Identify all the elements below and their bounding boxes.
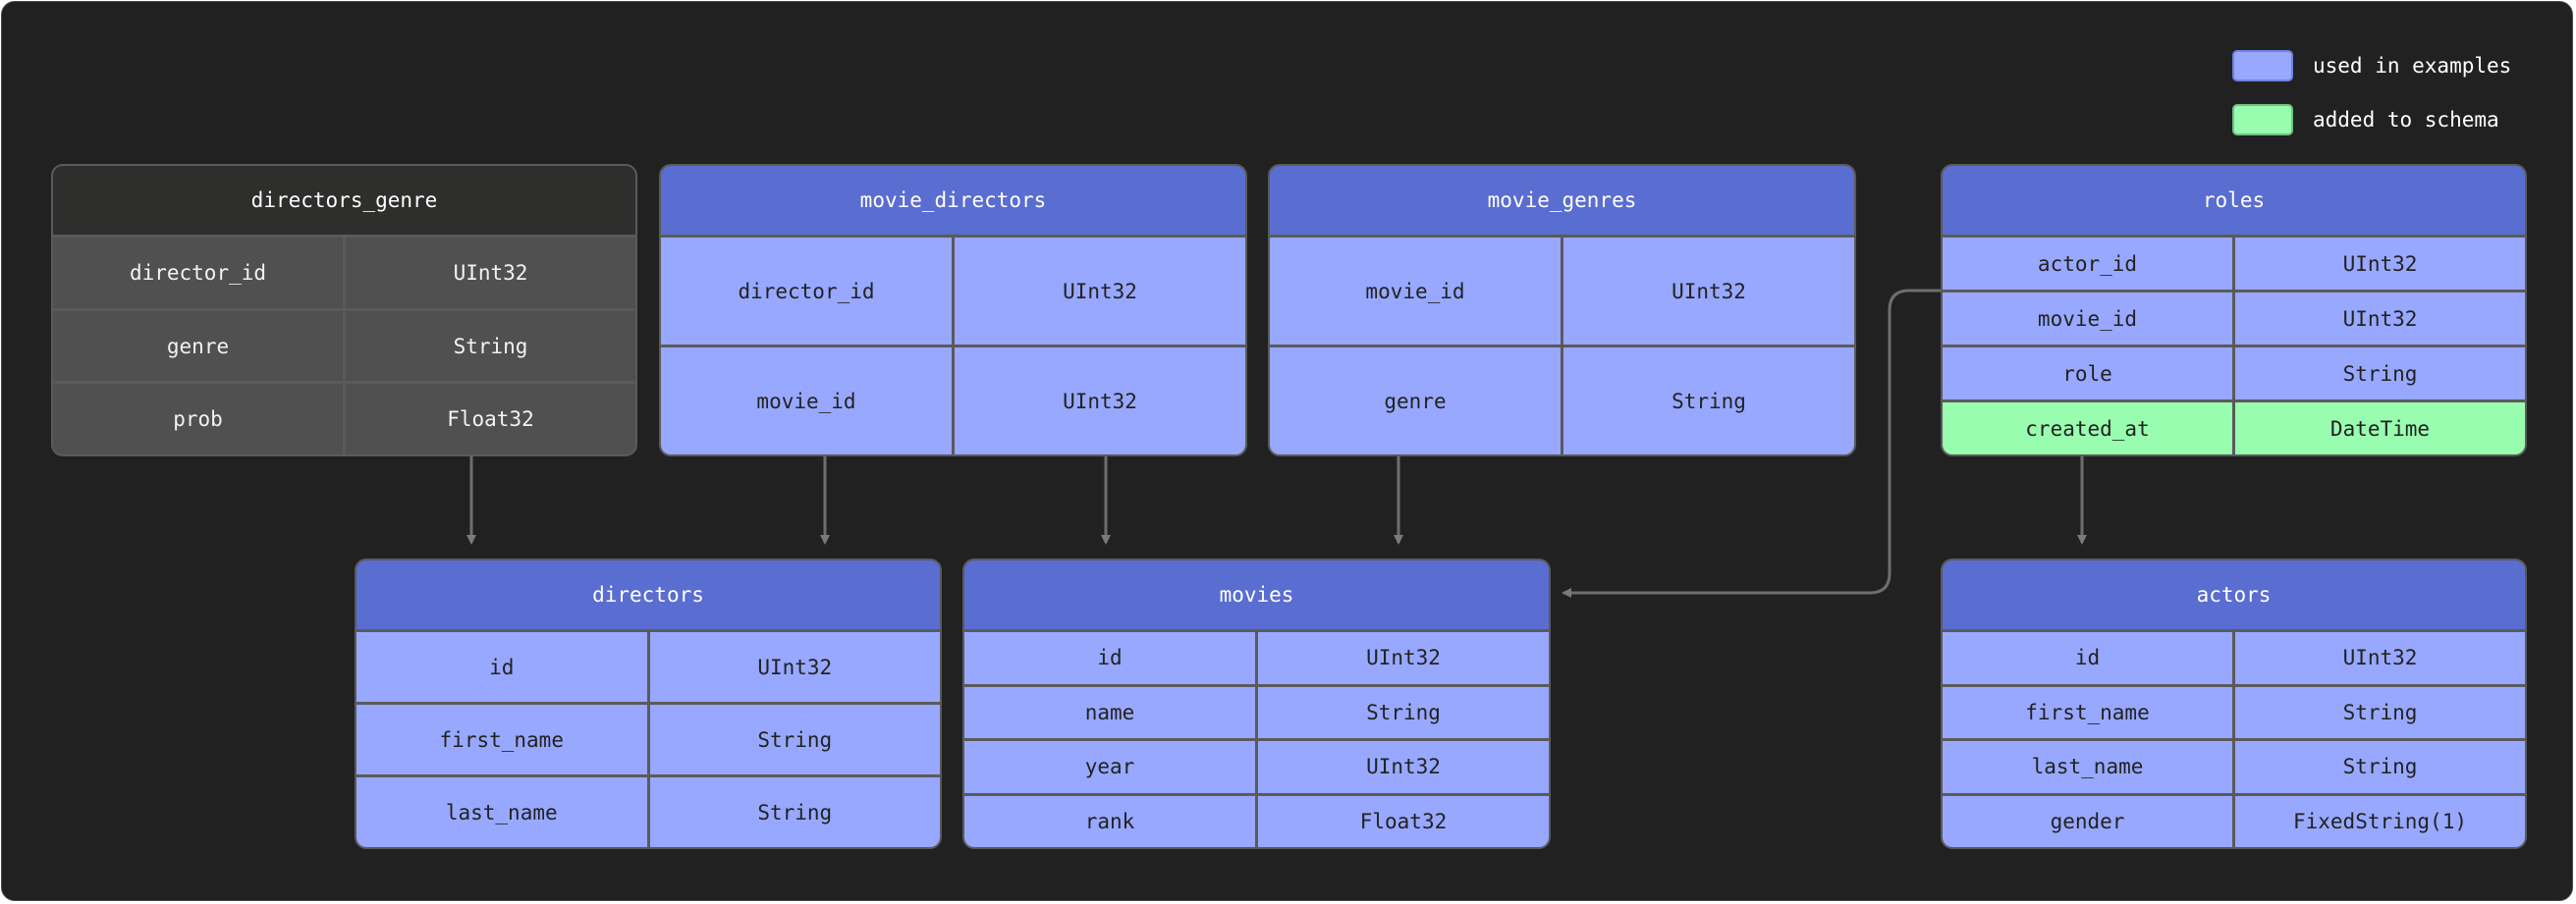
column-type: FixedString(1) <box>2235 795 2525 847</box>
column-type: DateTime <box>2235 402 2525 454</box>
column-name: last_name <box>356 777 647 847</box>
column-name: movie_id <box>661 347 952 454</box>
legend-item-used-in-examples: used in examples <box>2232 49 2511 82</box>
column-name: prob <box>53 384 343 454</box>
column-type: String <box>2235 347 2525 399</box>
column-type: String <box>346 310 635 382</box>
column-name: last_name <box>1943 741 2232 793</box>
column-name: role <box>1943 347 2232 399</box>
column-name: genre <box>1270 347 1561 454</box>
column-type: String <box>2235 741 2525 793</box>
column-name: director_id <box>661 238 952 345</box>
column-name: director_id <box>53 238 343 308</box>
column-name: id <box>1943 632 2232 684</box>
table-title: movie_genres <box>1270 166 1854 235</box>
column-type: String <box>1563 347 1854 454</box>
column-type: UInt32 <box>2235 292 2525 345</box>
column-type: String <box>2235 686 2525 738</box>
column-type: UInt32 <box>2235 238 2525 290</box>
table-title: movies <box>964 560 1549 629</box>
column-name: movie_id <box>1943 292 2232 345</box>
column-name: movie_id <box>1270 238 1561 345</box>
legend-label: added to schema <box>2313 108 2499 132</box>
column-type: String <box>649 705 940 774</box>
legend-label: used in examples <box>2313 54 2512 78</box>
column-type: UInt32 <box>1563 238 1854 345</box>
column-name: first_name <box>1943 686 2232 738</box>
column-name: actor_id <box>1943 238 2232 290</box>
legend-swatch-green <box>2232 104 2293 135</box>
arrow-roles-to-movies <box>1562 289 1941 598</box>
column-name: year <box>964 741 1255 793</box>
column-name: name <box>964 686 1255 738</box>
column-name: gender <box>1943 795 2232 847</box>
column-type: UInt32 <box>1258 632 1549 684</box>
column-type: UInt32 <box>955 347 1245 454</box>
column-name: id <box>356 632 647 702</box>
column-name: created_at <box>1943 402 2232 454</box>
column-name: first_name <box>356 705 647 774</box>
column-type: UInt32 <box>955 238 1245 345</box>
legend-swatch-blue <box>2232 50 2293 81</box>
table-title: directors_genre <box>53 166 635 235</box>
table-title: directors <box>356 560 940 629</box>
table-title: roles <box>1943 166 2525 235</box>
column-name: id <box>964 632 1255 684</box>
column-type: String <box>649 777 940 847</box>
table-title: movie_directors <box>661 166 1245 235</box>
column-type: UInt32 <box>2235 632 2525 684</box>
column-type: UInt32 <box>649 632 940 702</box>
column-name: rank <box>964 795 1255 847</box>
table-title: actors <box>1943 560 2525 629</box>
column-type: UInt32 <box>346 238 635 308</box>
column-type: Float32 <box>1258 795 1549 847</box>
legend: used in examples added to schema <box>2232 49 2511 157</box>
column-type: UInt32 <box>1258 741 1549 793</box>
legend-item-added-to-schema: added to schema <box>2232 103 2511 136</box>
column-type: Float32 <box>346 384 635 454</box>
column-name: genre <box>53 310 343 382</box>
column-type: String <box>1258 686 1549 738</box>
